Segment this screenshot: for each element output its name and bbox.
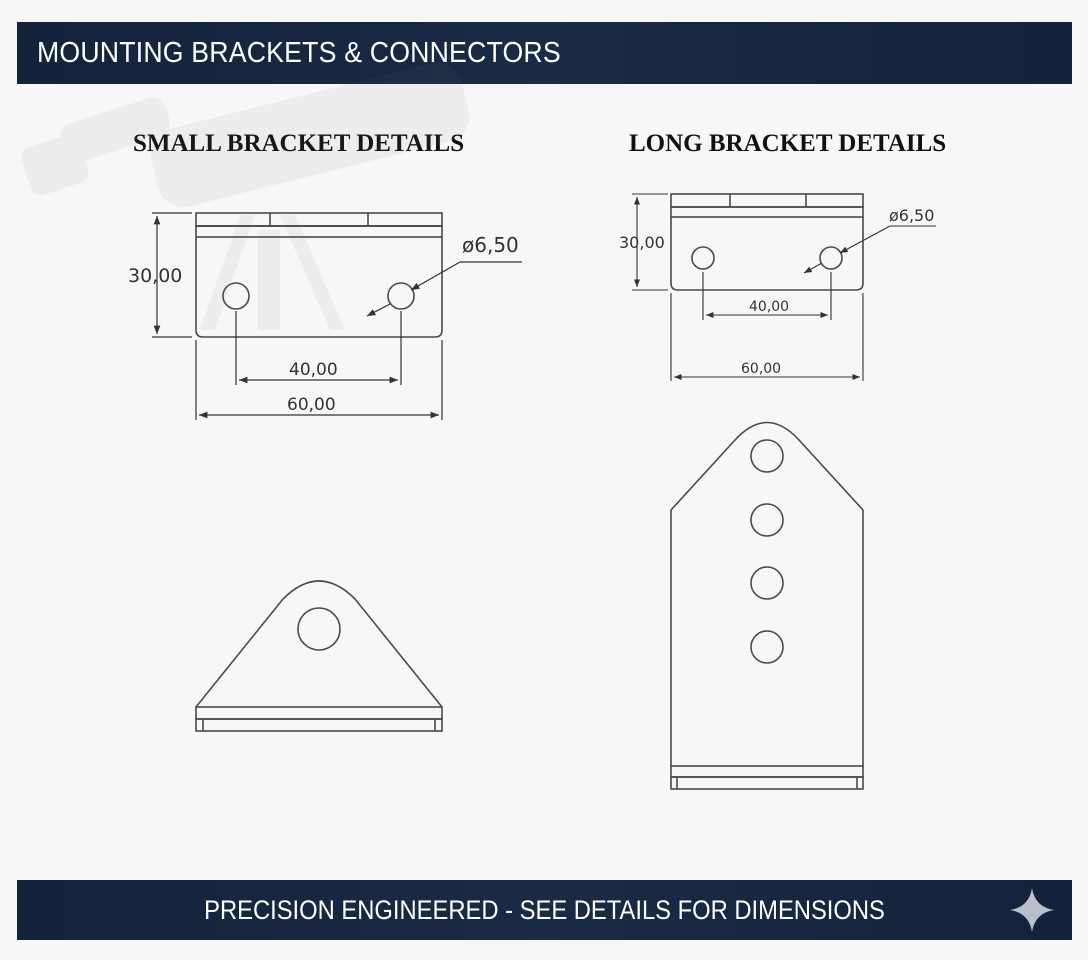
sparkle-icon bbox=[1010, 888, 1054, 932]
footer-banner: PRECISION ENGINEERED - SEE DETAILS FOR D… bbox=[17, 880, 1072, 940]
header-banner: MOUNTING BRACKETS & CONNECTORS bbox=[17, 22, 1072, 84]
long-hole-label: ø6,50 bbox=[889, 206, 934, 225]
small-width-label: 60,00 bbox=[287, 395, 336, 415]
small-spacing-label: 40,00 bbox=[289, 360, 338, 380]
long-bracket-flat-view bbox=[670, 421, 864, 790]
small-bracket-flat-view bbox=[195, 580, 443, 732]
long-height-label: 30,00 bbox=[619, 233, 665, 252]
long-bracket-dimensions bbox=[632, 193, 936, 381]
long-bracket-title: LONG BRACKET DETAILS bbox=[629, 130, 947, 157]
footer-text: PRECISION ENGINEERED - SEE DETAILS FOR D… bbox=[204, 895, 885, 925]
small-bracket-title: SMALL BRACKET DETAILS bbox=[133, 127, 464, 161]
page-title: MOUNTING BRACKETS & CONNECTORS bbox=[37, 37, 561, 69]
long-bracket-side-view bbox=[670, 193, 864, 291]
small-bracket-side-view bbox=[195, 212, 443, 338]
telescope-watermark bbox=[21, 62, 470, 330]
small-hole-label: ø6,50 bbox=[462, 233, 519, 257]
small-bracket-dimensions bbox=[152, 212, 522, 420]
long-spacing-label: 40,00 bbox=[749, 299, 789, 315]
small-height-label: 30,00 bbox=[128, 265, 182, 287]
long-width-label: 60,00 bbox=[741, 361, 781, 377]
